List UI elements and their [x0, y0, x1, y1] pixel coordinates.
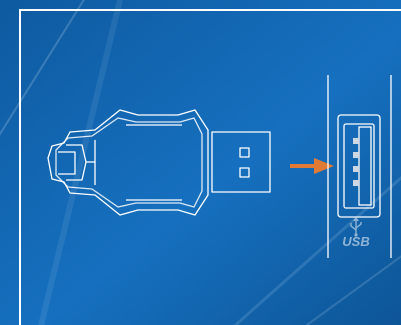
usb-port-label: USB — [342, 234, 370, 249]
usb-flash-drive — [47, 109, 271, 216]
port-inner — [343, 123, 375, 209]
port-pins — [353, 138, 359, 186]
usb-port — [327, 75, 392, 258]
port-outer — [337, 114, 381, 218]
frame-border — [19, 9, 401, 325]
usb-trident-icon — [350, 217, 362, 237]
arrow-right-icon — [290, 158, 334, 174]
